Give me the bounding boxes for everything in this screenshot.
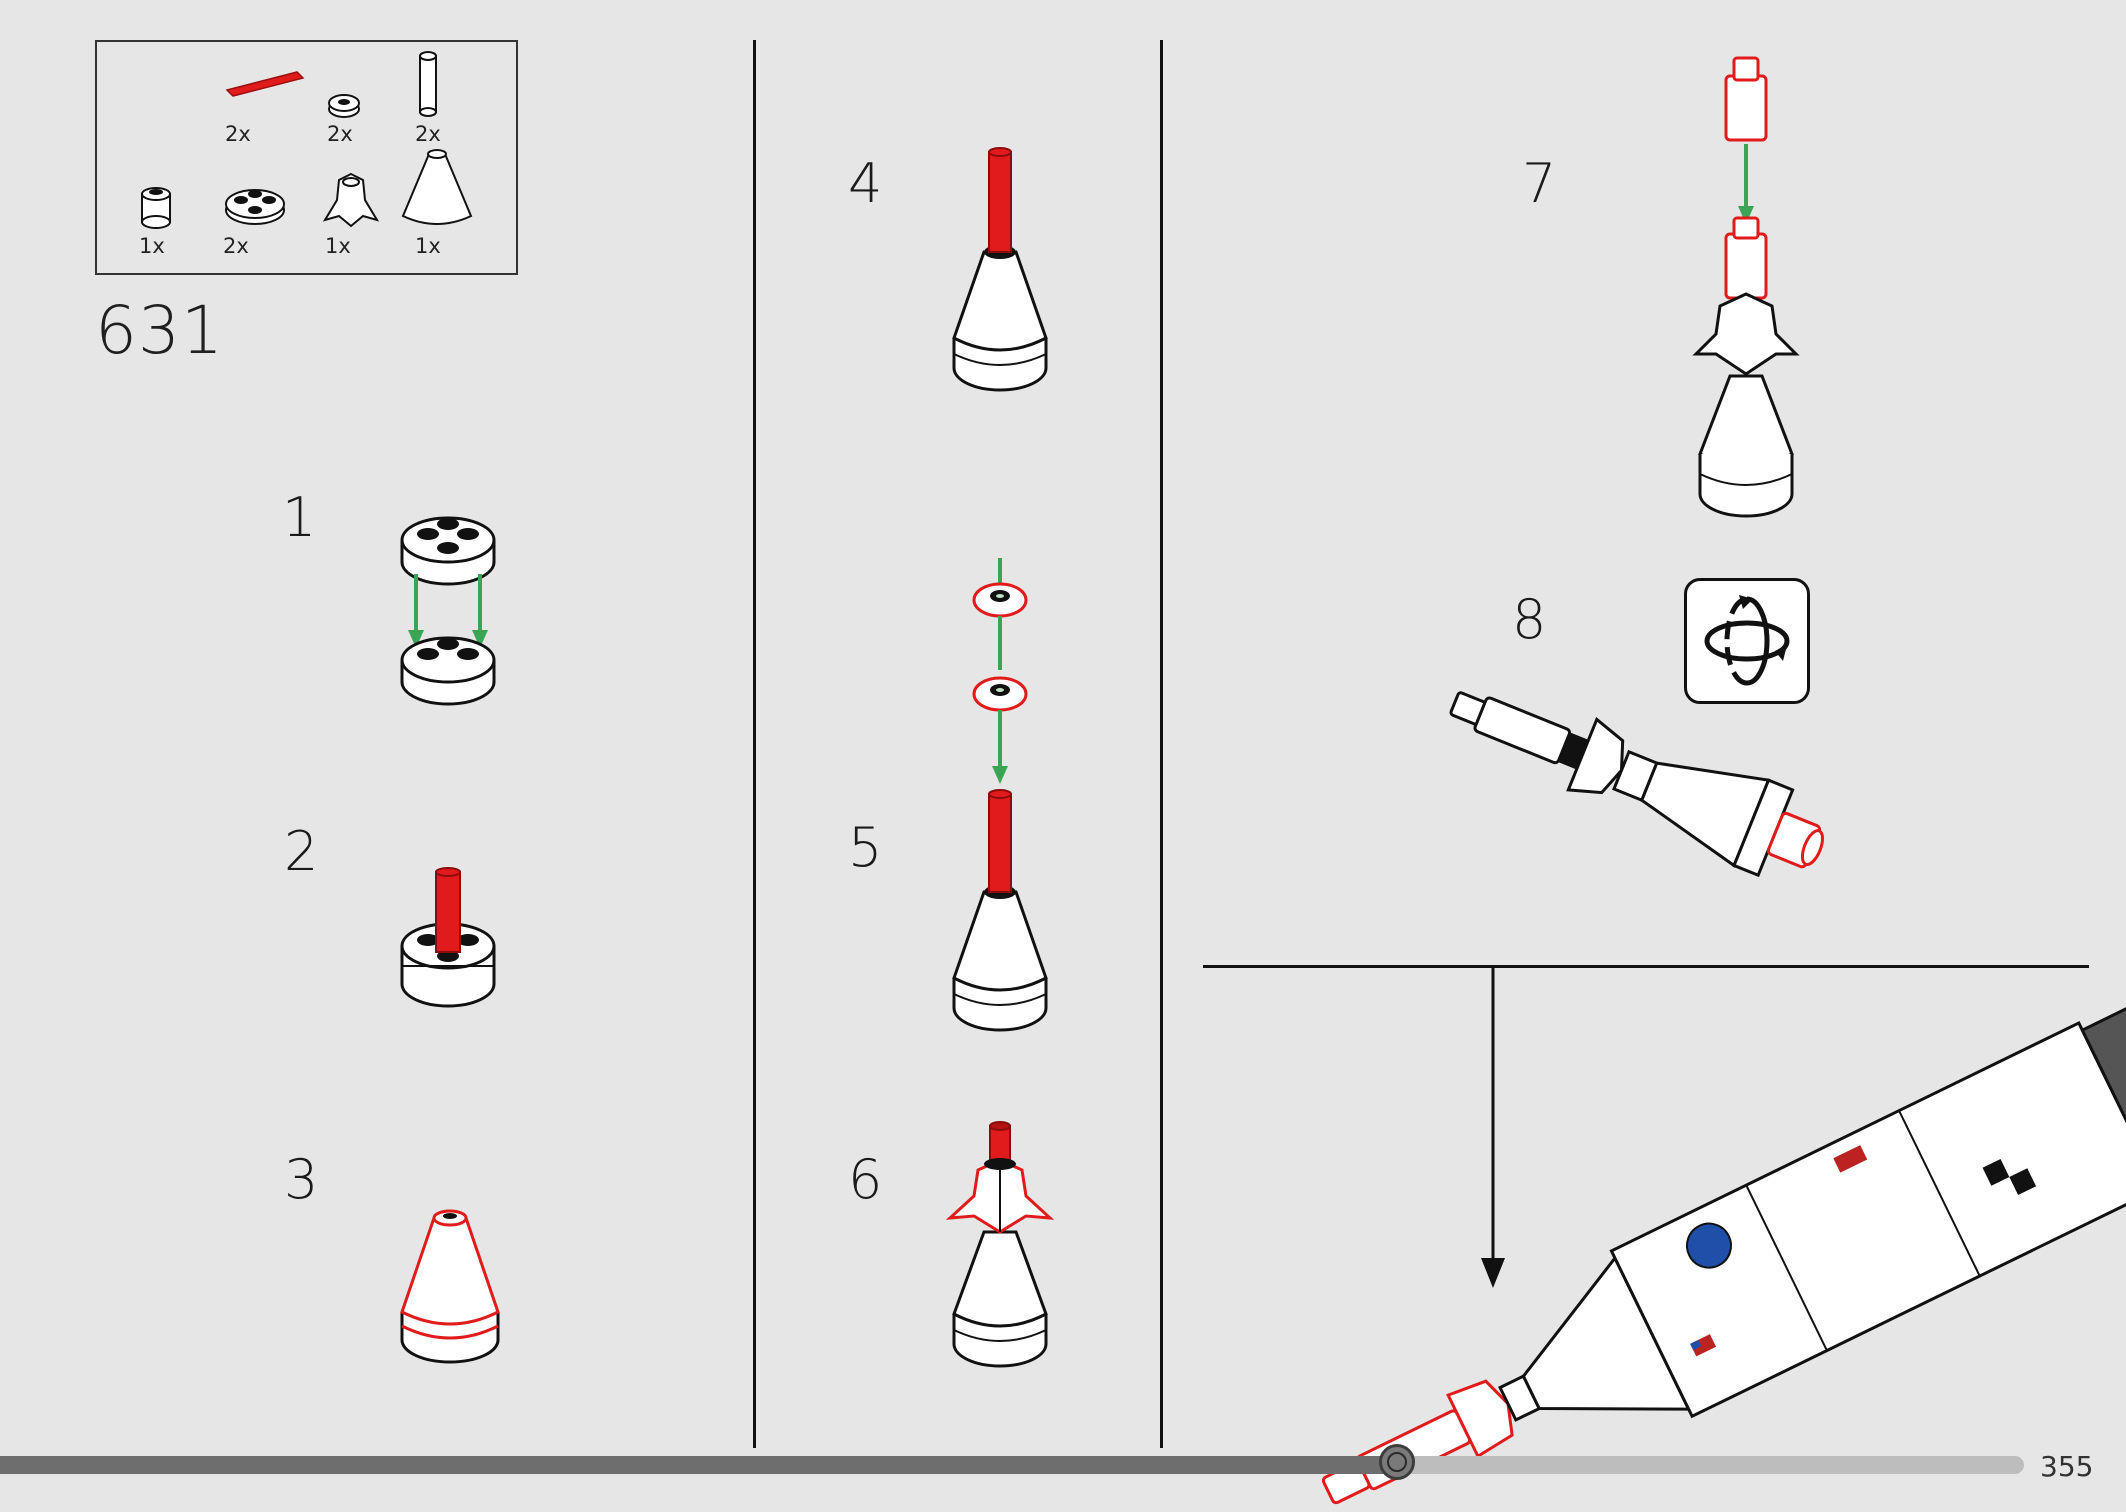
red-bar-piece-icon [225, 71, 305, 97]
rocket-assembly-illustration [1321, 1001, 2126, 1505]
step-number-8: 8 [1512, 588, 1547, 651]
step-6-illustration [945, 1121, 1055, 1368]
step-number-4: 4 [848, 152, 883, 215]
part-qty-cone: 1x [415, 234, 441, 258]
set-number: 631 [95, 292, 224, 369]
step-number-2: 2 [284, 820, 319, 883]
part-qty-round-plate: 2x [223, 234, 249, 258]
step-number-5: 5 [848, 816, 883, 879]
column-divider-right [1160, 40, 1163, 1448]
column-divider-left [753, 40, 756, 1448]
part-qty-white-bar: 2x [415, 122, 441, 146]
step-5-illustration [952, 558, 1048, 1032]
part-qty-red-bar: 2x [225, 122, 251, 146]
parts-list: 2x 2x 2x 1x 2x 1x 1x [95, 40, 518, 275]
part-qty-round-brick: 1x [139, 234, 165, 258]
round-brick-piece-icon [141, 187, 171, 229]
step-1-illustration [400, 516, 496, 706]
step-4-illustration [952, 147, 1048, 392]
white-bar-piece-icon [419, 51, 437, 117]
part-qty-round-tile: 2x [327, 122, 353, 146]
step-number-3: 3 [284, 1148, 319, 1211]
round-plate-piece-icon [225, 189, 285, 225]
page-progress-fill [0, 1456, 1397, 1474]
step-7-illustration [1692, 56, 1800, 518]
round-tile-piece-icon [328, 94, 360, 118]
part-qty-fin: 1x [325, 234, 351, 258]
step-8-illustration [1449, 691, 1825, 878]
step-3-illustration [400, 1209, 500, 1364]
placement-arrow [1481, 966, 1505, 1288]
step-number-7: 7 [1522, 152, 1557, 215]
step-2-illustration [400, 867, 496, 1008]
page-progress-bar [0, 1444, 2024, 1480]
subassembly-divider [1203, 965, 2089, 968]
page-number: 355 [2040, 1450, 2094, 1483]
page-progress-knob[interactable] [1379, 1444, 1415, 1480]
cone-piece-icon [401, 149, 473, 225]
step-number-6: 6 [848, 1148, 883, 1211]
rotate-model-icon [1684, 578, 1810, 704]
step-number-1: 1 [282, 486, 317, 549]
fin-piece-icon [322, 172, 380, 228]
